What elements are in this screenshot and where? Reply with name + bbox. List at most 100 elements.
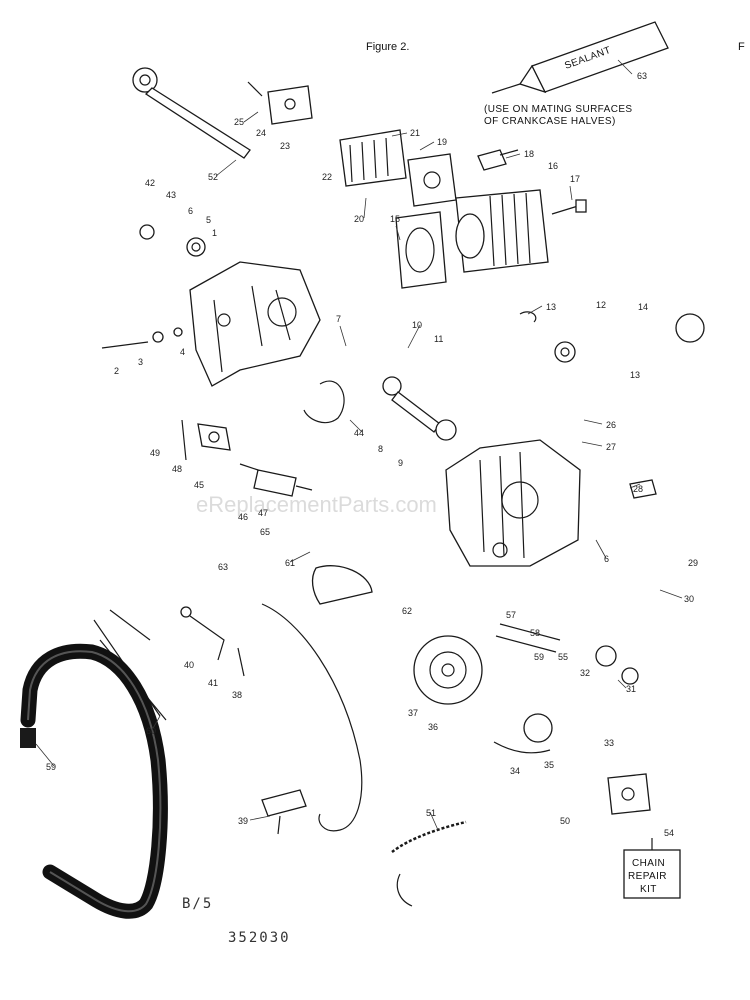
callout: 1: [212, 228, 217, 238]
starter-pulley-icon: [519, 311, 705, 363]
wrench-icon: [132, 67, 251, 159]
callout: 63: [637, 71, 647, 81]
callout: 19: [437, 137, 447, 147]
callout: 43: [166, 190, 176, 200]
callout: 24: [256, 128, 266, 138]
handwritten-code: 352030: [228, 930, 291, 946]
leader-lines: [35, 59, 683, 831]
callout: 65: [260, 527, 270, 537]
sealant-note-line1: (USE ON MATING SURFACES: [484, 104, 632, 115]
bracket-icon: [247, 81, 313, 125]
callout: 27: [606, 442, 616, 452]
callout: 60: [146, 726, 156, 736]
callout: 13: [546, 302, 556, 312]
kit-line3: KIT: [640, 884, 657, 895]
chain-loop-icon: [396, 873, 413, 907]
bearing-plate-icon: [181, 419, 231, 461]
chain-brake-icon: [607, 773, 651, 815]
callout: 47: [258, 508, 268, 518]
callout: 40: [184, 660, 194, 670]
callout: 59: [534, 652, 544, 662]
oil-pump-icon: [495, 623, 639, 685]
callout: 26: [606, 420, 616, 430]
callout: 46: [238, 512, 248, 522]
callout: 6: [188, 206, 193, 216]
callout: 23: [280, 141, 290, 151]
callout: 44: [354, 428, 364, 438]
callout: 48: [172, 464, 182, 474]
gasket-icon: [407, 153, 457, 207]
callout: 11: [434, 334, 443, 344]
page-edge-letter: F: [738, 41, 745, 53]
callout: 51: [426, 808, 436, 818]
callout: 10: [412, 320, 422, 330]
flywheel-cover-icon: [311, 565, 373, 605]
front-handle-icon: [20, 643, 168, 919]
callout: 58: [530, 628, 540, 638]
callout: 37: [408, 708, 418, 718]
crankshaft-icon: [239, 463, 313, 497]
callout: 12: [596, 300, 606, 310]
callout: 9: [398, 458, 403, 468]
callout: 50: [560, 816, 570, 826]
callout: 52: [208, 172, 218, 182]
seal-icon: [139, 224, 206, 257]
oil-cap-icon: [629, 479, 657, 499]
callout: 16: [548, 161, 558, 171]
callout: 14: [638, 302, 648, 312]
watermark: eReplacementParts.com: [196, 492, 437, 517]
bar-outline-icon: [261, 603, 363, 832]
connecting-rod-icon: [382, 376, 457, 441]
callout: 4: [180, 347, 185, 357]
cylinder-gasket-icon: [395, 211, 447, 289]
figure-title: Figure 2.: [366, 41, 409, 53]
spark-plug-icon: [477, 149, 519, 171]
callout: 17: [570, 174, 580, 184]
callout: 34: [510, 766, 520, 776]
screw-icon: [101, 327, 183, 349]
callout: 35: [544, 760, 554, 770]
callout: 54: [664, 828, 674, 838]
callout: 31: [626, 684, 636, 694]
callout: 59: [46, 762, 56, 772]
callout: 21: [410, 128, 420, 138]
chain-icon: [391, 820, 467, 853]
callout: 2: [114, 366, 119, 376]
callout: 20: [354, 214, 364, 224]
callout: 33: [604, 738, 614, 748]
clutch-drum-icon: [413, 635, 483, 705]
callout: 45: [194, 480, 204, 490]
callout: 15: [390, 214, 400, 224]
piston-ring-icon: [303, 380, 345, 424]
sealant-tube-icon: SEALANT: [491, 21, 669, 94]
callout: 41: [208, 678, 218, 688]
clutch-icon: [493, 713, 553, 754]
kit-line2: REPAIR: [628, 871, 667, 882]
callout: 6: [604, 554, 609, 564]
callout: 39: [238, 816, 248, 826]
callout: 18: [524, 149, 534, 159]
handwritten-initials: B/5: [182, 896, 213, 912]
callout: 57: [506, 610, 516, 620]
bolt-icon: [551, 199, 587, 215]
callout: 7: [336, 314, 341, 324]
crankcase-right-icon: [445, 439, 581, 567]
callout: 5: [206, 215, 211, 225]
callout: 3: [138, 357, 143, 367]
throttle-icon: [180, 606, 245, 677]
handle-bracket-icon: [261, 789, 307, 835]
muffler-icon: [339, 129, 407, 187]
callout: 22: [322, 172, 332, 182]
callout: 62: [402, 606, 412, 616]
callout: 61: [285, 558, 295, 568]
callout: 38: [232, 690, 242, 700]
callout: 8: [378, 444, 383, 454]
callout: 42: [145, 178, 155, 188]
crankcase-left-icon: [189, 261, 321, 387]
callout: 55: [558, 652, 568, 662]
kit-line1: CHAIN: [632, 858, 665, 869]
callout: 30: [684, 594, 694, 604]
chain-repair-kit-box: CHAIN REPAIR KIT: [623, 838, 681, 899]
callout: 29: [688, 558, 698, 568]
